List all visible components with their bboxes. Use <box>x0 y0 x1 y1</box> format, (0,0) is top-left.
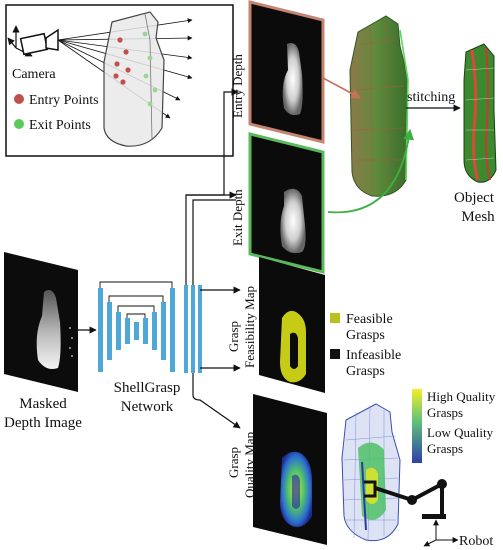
network-label-line2: Network <box>121 399 174 415</box>
infeasible-label-line1: Infeasible <box>346 348 401 363</box>
low-quality-label-line2: Grasps <box>427 441 463 456</box>
infeasible-swatch <box>330 349 340 359</box>
quality-map-panel <box>253 394 327 545</box>
feasible-swatch <box>330 313 340 323</box>
robot-label: Robot <box>459 534 493 549</box>
inset-panel: Camera Entry Points Exit Points <box>5 4 234 157</box>
entry-points <box>113 37 131 85</box>
grasp-quality-mesh <box>341 403 401 542</box>
exit-to-mesh-arrow <box>327 128 415 214</box>
entry-depth-panel <box>248 0 325 144</box>
quality-colorbar <box>412 389 422 463</box>
object-mesh-label-line1: Object <box>454 190 495 206</box>
feasibility-title-line1: Grasp <box>226 321 241 352</box>
camera-label: Camera <box>12 67 56 82</box>
exit-depth-panel <box>248 132 325 274</box>
object-mesh-label-line2: Mesh <box>461 209 495 225</box>
input-label-line1: Masked <box>19 396 67 412</box>
feasible-label-line1: Feasible <box>346 312 393 327</box>
infeasible-label-line2: Grasps <box>346 364 385 379</box>
robot-arm-icon <box>364 479 459 547</box>
exit-points-label: Exit Points <box>29 118 91 133</box>
entry-points-label: Entry Points <box>29 93 99 108</box>
entry-depth-title: Entry Depth <box>230 54 245 118</box>
network-label-line1: ShellGrasp <box>114 380 181 396</box>
exit-depth-title: Exit Depth <box>230 189 245 246</box>
feasibility-title-line2: Feasibility Map <box>242 286 257 368</box>
entry-legend-dot <box>14 94 24 104</box>
exit-points <box>142 31 158 107</box>
object-mesh <box>463 43 497 183</box>
masked-depth-image <box>4 252 78 392</box>
stitching-label: stitching <box>407 90 455 105</box>
camera-icon <box>7 25 59 57</box>
high-quality-label-line2: Grasps <box>427 405 463 420</box>
network-output-arrows <box>185 88 241 429</box>
high-quality-label-line1: High Quality <box>427 389 496 404</box>
feasibility-map-panel <box>259 257 325 393</box>
quality-title-line2: Quality Map <box>242 432 257 498</box>
entry-to-mesh-arrow <box>322 77 361 99</box>
feasible-label-line2: Grasps <box>346 328 385 343</box>
quality-title-line1: Grasp <box>226 447 241 478</box>
exit-legend-dot <box>14 119 24 129</box>
input-label-line2: Depth Image <box>4 415 82 431</box>
shellgrasp-network <box>98 281 202 373</box>
object-outline <box>103 11 165 147</box>
low-quality-label-line1: Low Quality <box>427 425 494 440</box>
